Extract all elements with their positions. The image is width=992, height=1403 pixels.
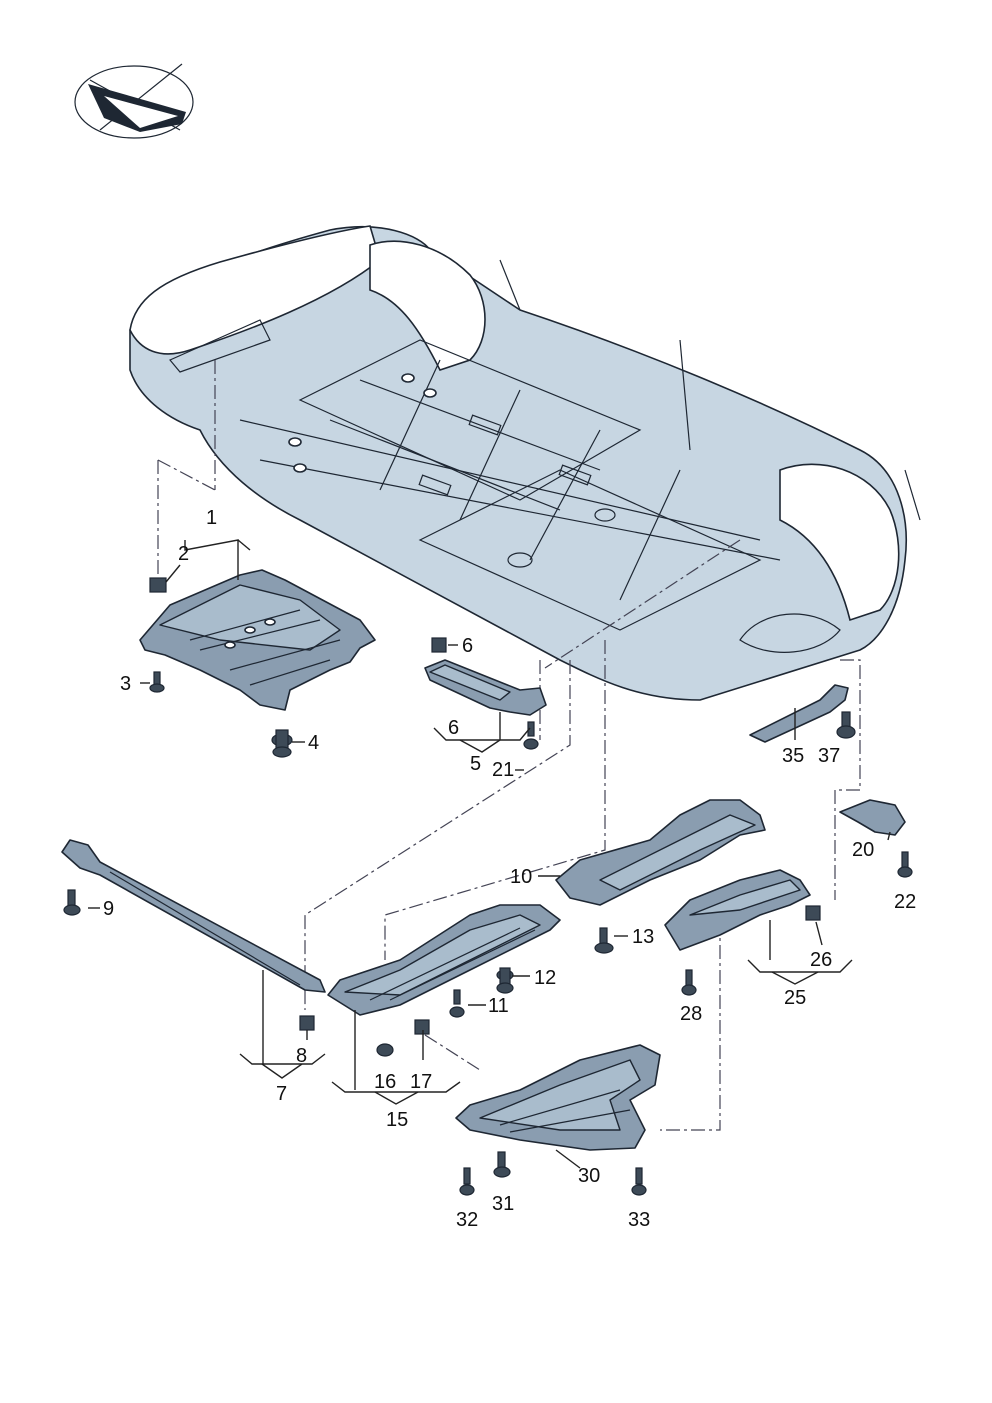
bracket-20: [839, 799, 906, 836]
label-part-4: 4: [308, 732, 319, 754]
callout-lines: [88, 539, 891, 1169]
clip-26: [805, 905, 821, 921]
label-part-37: 37: [818, 745, 840, 767]
bolt-icon-3: [149, 671, 165, 693]
bolt-icon-22: [897, 851, 913, 878]
rear-guard-25: [664, 869, 811, 951]
bolt-icon-28: [681, 969, 697, 996]
label-part-20: 20: [852, 839, 874, 861]
leader-lines: [157, 360, 861, 1131]
label-part-12: 12: [534, 967, 556, 989]
label-part-30: 30: [578, 1165, 600, 1187]
label-part-35: 35: [782, 745, 804, 767]
label-part-8: 8: [296, 1045, 307, 1067]
clip-17: [414, 1019, 430, 1035]
label-part-5: 5: [470, 753, 481, 775]
label-part-33: 33: [628, 1209, 650, 1231]
view-direction-icon: [74, 63, 194, 139]
label-part-26: 26: [810, 949, 832, 971]
clip-6: [431, 637, 447, 653]
label-part-17: 17: [410, 1071, 432, 1093]
label-part-25: 25: [784, 987, 806, 1009]
bracket-guard-5: [424, 659, 547, 716]
label-part-10: 10: [510, 866, 532, 888]
label-part-2: 2: [178, 543, 189, 565]
label-part-3: 3: [120, 673, 131, 695]
front-underbody-guard: [139, 569, 376, 711]
label-part-21: 21: [492, 759, 514, 781]
part-labels: 1 2 3 4 6 6 5 21 35 37 20 22 9 10 13 12 …: [103, 507, 916, 1231]
label-part-6b: 6: [448, 717, 459, 739]
bolt-icon-32: [459, 1167, 475, 1196]
bolt-icon-21: [523, 721, 539, 750]
label-part-28: 28: [680, 1003, 702, 1025]
rivet-icon-4: [271, 729, 293, 758]
label-part-6a: 6: [462, 635, 473, 657]
label-part-7: 7: [276, 1083, 287, 1105]
label-part-16: 16: [374, 1071, 396, 1093]
bolt-icon-11: [449, 989, 465, 1018]
bolt-icon-37: [836, 711, 856, 739]
label-part-9: 9: [103, 898, 114, 920]
nut-16: [376, 1043, 394, 1057]
bolt-icon-33: [631, 1167, 647, 1196]
bolt-icon-9: [63, 889, 81, 916]
label-part-22: 22: [894, 891, 916, 913]
bracket-35: [749, 684, 849, 743]
rivet-icon-12: [496, 967, 514, 994]
clip-8: [299, 1015, 315, 1031]
rear-underbody-guard-30: [455, 1044, 661, 1151]
bolt-icon-31: [493, 1151, 511, 1178]
label-part-15: 15: [386, 1109, 408, 1131]
label-part-1: 1: [206, 507, 217, 529]
vehicle-underbody: [129, 225, 921, 701]
tunnel-guard-10: [555, 799, 766, 906]
label-part-13: 13: [632, 926, 654, 948]
side-guard-15: [327, 904, 561, 1016]
label-part-11: 11: [488, 995, 509, 1017]
bolt-icon-13: [594, 927, 614, 954]
label-part-32: 32: [456, 1209, 478, 1231]
side-sill-7: [61, 839, 326, 993]
label-part-31: 31: [492, 1193, 514, 1215]
clip-2: [149, 577, 167, 593]
